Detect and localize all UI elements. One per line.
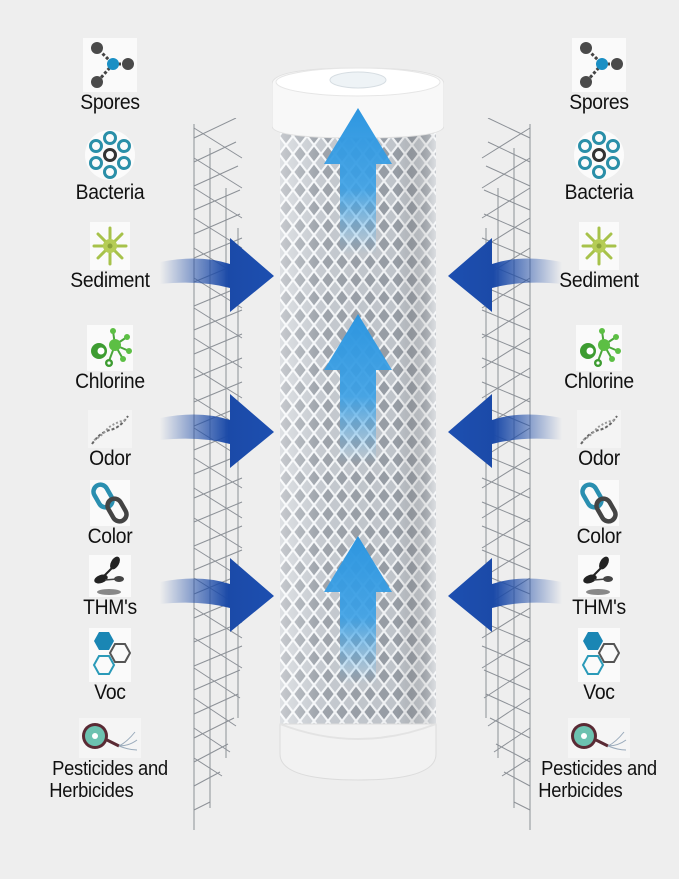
contaminant-bacteria: Bacteria [519, 128, 679, 204]
upward-flow-arrow [324, 108, 392, 254]
contaminant-color: Color [519, 480, 679, 548]
inward-flow-arrow-left [160, 558, 274, 632]
thm-drops-icon [578, 555, 620, 597]
contaminant-label: Color [87, 525, 133, 548]
contaminant-label: Bacteria [75, 181, 145, 204]
contaminant-label: THM's [572, 596, 626, 619]
contaminant-color: Color [30, 480, 190, 548]
thm-drops-icon [89, 555, 131, 597]
inward-flow-arrow-right [448, 394, 562, 468]
left-mesh-screen [193, 118, 243, 830]
contaminant-label: Voc [583, 681, 615, 704]
chain-link-icon [90, 480, 130, 526]
bottom-end-cap [279, 723, 437, 781]
contaminant-thms: THM's [519, 555, 679, 619]
contaminant-label: Spores [80, 91, 140, 114]
contaminant-label: Sediment [559, 269, 639, 292]
contaminant-odor: Odor [519, 410, 679, 470]
sediment-star-icon [579, 222, 619, 270]
inward-flow-arrow-right [448, 558, 562, 632]
contaminant-label-line1: Pesticides and [541, 758, 657, 780]
contaminant-chlorine: Chlorine [30, 325, 190, 393]
contaminant-label: THM's [83, 596, 137, 619]
upward-flow-arrow [324, 314, 392, 464]
contaminant-pesticides-herbicides: Pesticides and Herbicides [30, 718, 190, 802]
contaminant-sediment: Sediment [30, 222, 190, 292]
center-opening [329, 71, 387, 89]
sediment-star-icon [90, 222, 130, 270]
cell-icon [79, 718, 141, 758]
contaminant-label-line2: Herbicides [49, 780, 134, 802]
dna-strand-icon [88, 410, 132, 448]
contaminant-spores: Spores [30, 38, 190, 114]
contaminant-voc: Voc [30, 628, 190, 704]
inward-flow-arrow-right [448, 238, 562, 312]
contaminant-label: Odor [578, 447, 620, 470]
inward-flow-arrow-left [160, 238, 274, 312]
contaminant-label: Color [576, 525, 622, 548]
chain-link-icon [579, 480, 619, 526]
contaminant-odor: Odor [30, 410, 190, 470]
molecule-icon [572, 38, 626, 92]
contaminant-label: Odor [89, 447, 131, 470]
molecule-icon [83, 38, 137, 92]
hexagon-cluster-icon [578, 628, 620, 682]
contaminant-label: Bacteria [564, 181, 634, 204]
contaminant-chlorine: Chlorine [519, 325, 679, 393]
bacteria-ring-icon [83, 128, 137, 182]
contaminant-sediment: Sediment [519, 222, 679, 292]
contaminant-spores: Spores [519, 38, 679, 114]
contaminant-pesticides-herbicides: Pesticides and Herbicides [519, 718, 679, 802]
contaminant-voc: Voc [519, 628, 679, 704]
contaminant-label-line1: Pesticides and [52, 758, 168, 780]
contaminant-label: Chlorine [564, 370, 634, 393]
contaminant-label-line2: Herbicides [538, 780, 623, 802]
inward-flow-arrow-left [160, 394, 274, 468]
dna-strand-icon [577, 410, 621, 448]
contaminant-label: Spores [569, 91, 629, 114]
filter-cartridge [272, 67, 444, 781]
hexagon-cluster-icon [89, 628, 131, 682]
contaminant-thms: THM's [30, 555, 190, 619]
chlorine-cluster-icon [87, 325, 133, 371]
contaminant-bacteria: Bacteria [30, 128, 190, 204]
upward-flow-arrow [324, 536, 392, 684]
contaminant-label: Chlorine [75, 370, 145, 393]
contaminant-label: Sediment [70, 269, 150, 292]
cell-icon [568, 718, 630, 758]
chlorine-cluster-icon [576, 325, 622, 371]
bacteria-ring-icon [572, 128, 626, 182]
contaminant-label: Voc [94, 681, 126, 704]
